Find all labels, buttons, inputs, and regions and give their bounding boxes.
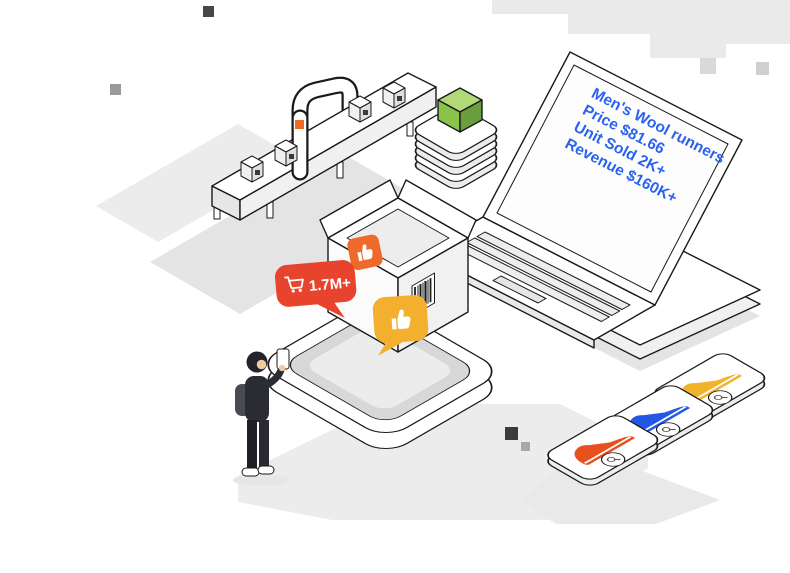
thumbs-up-tag — [347, 234, 383, 270]
key-row — [476, 231, 631, 310]
stats-bubble-value: 1.7M+ — [308, 274, 352, 295]
person-shadow — [233, 474, 289, 486]
bg-pixel — [756, 62, 769, 75]
bg-pixel — [203, 6, 214, 17]
bg-pixel — [505, 427, 518, 440]
bg-pixel — [700, 58, 716, 74]
laptop-keyboard — [455, 231, 631, 322]
bg-tile — [96, 124, 300, 242]
belt-leg — [336, 161, 344, 179]
green-box — [437, 87, 483, 133]
key-row — [466, 237, 621, 316]
person-shoe — [241, 467, 260, 477]
like-bubble — [372, 295, 429, 356]
conveyor-belt — [211, 72, 437, 221]
zoom-badge — [600, 452, 626, 467]
person-hand — [278, 364, 286, 372]
parcel-box — [240, 155, 264, 183]
belt-slab — [211, 72, 437, 221]
bg-tile — [520, 470, 720, 524]
laptop: Men's Wool runners Price $81.66 Unit Sol… — [421, 51, 761, 371]
parcel-box — [382, 81, 406, 109]
scanner-arch — [291, 76, 359, 179]
background-tiles — [96, 0, 790, 524]
laptop-screen — [496, 64, 729, 293]
belt-leg — [406, 121, 414, 137]
person-arm — [261, 366, 285, 390]
zoom-badge — [655, 422, 681, 437]
bg-pixel — [110, 84, 121, 95]
person-leg — [259, 420, 269, 468]
person-leg — [247, 420, 257, 470]
parcel-box — [274, 139, 298, 167]
stack-platform — [414, 87, 498, 189]
trackpad — [492, 275, 547, 304]
person-face — [256, 359, 267, 370]
display-tray — [267, 303, 493, 449]
product-card-red — [547, 415, 659, 480]
bg-tile — [150, 152, 430, 314]
parcel-box — [348, 95, 372, 123]
scanner-arch-front-pillar — [291, 109, 309, 181]
stats-bubble: 1.7M+ — [275, 260, 357, 319]
person — [233, 348, 290, 486]
bg-pixel — [521, 442, 530, 451]
scanner-indicator — [295, 120, 304, 129]
zoom-badge — [707, 390, 733, 405]
bg-tile — [492, 0, 790, 58]
belt-top-face — [211, 72, 437, 201]
product-cards — [547, 353, 766, 486]
person-shoe — [257, 465, 275, 475]
